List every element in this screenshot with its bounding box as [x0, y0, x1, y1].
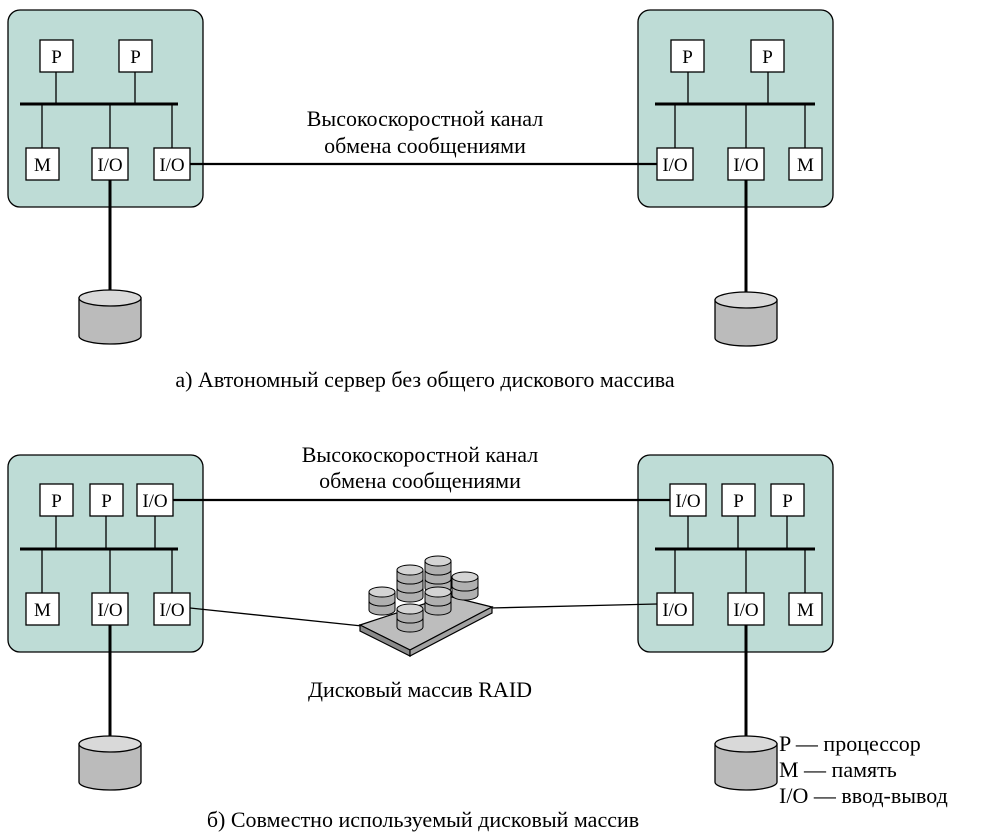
memory-box: M	[25, 147, 60, 181]
memory-box: M	[788, 147, 823, 181]
disk-icon	[714, 291, 778, 347]
raid-disk-icon	[368, 555, 479, 633]
processor-box: P	[770, 483, 805, 517]
memory-box: M	[788, 592, 823, 626]
diagram-b: P P I/O M I/O I/O	[7, 442, 948, 832]
raid-label: Дисковый массив RAID	[308, 677, 532, 702]
svg-text:M: M	[797, 155, 814, 176]
svg-text:I/O: I/O	[733, 155, 758, 176]
svg-text:I/O: I/O	[662, 155, 687, 176]
svg-text:P: P	[762, 47, 773, 68]
processor-box: P	[39, 39, 74, 73]
legend: P — процессор M — память I/O — ввод-выво…	[779, 731, 948, 808]
disk-icon	[78, 289, 142, 345]
raid-link	[489, 603, 658, 609]
raid-array-icon	[358, 555, 494, 657]
svg-text:I/O: I/O	[662, 600, 687, 621]
legend-io: I/O — ввод-вывод	[779, 783, 948, 808]
legend-memory: M — память	[779, 757, 897, 782]
svg-text:M: M	[34, 600, 51, 621]
io-box: I/O	[91, 147, 129, 181]
svg-text:I/O: I/O	[733, 600, 758, 621]
svg-text:I/O: I/O	[97, 155, 122, 176]
svg-text:P: P	[51, 491, 62, 512]
server-a-left: P P M I/O I/O	[7, 9, 204, 208]
svg-text:P: P	[682, 47, 693, 68]
svg-text:P: P	[51, 47, 62, 68]
disk-icon	[78, 735, 142, 791]
legend-processor: P — процессор	[779, 731, 921, 756]
io-box: I/O	[727, 592, 765, 626]
svg-text:P: P	[130, 47, 141, 68]
io-box: I/O	[153, 147, 191, 181]
server-a-right: P P I/O I/O M	[637, 9, 834, 208]
svg-text:I/O: I/O	[159, 155, 184, 176]
raid-link	[189, 607, 363, 627]
channel-label: обмена сообщениями	[319, 468, 521, 493]
processor-box: P	[670, 39, 705, 73]
caption-b: б) Совместно используемый дисковый масси…	[207, 807, 639, 832]
svg-text:M: M	[34, 155, 51, 176]
processor-box: P	[89, 483, 124, 517]
svg-text:I/O: I/O	[97, 600, 122, 621]
svg-text:P: P	[733, 491, 744, 512]
svg-text:M: M	[797, 600, 814, 621]
io-box: I/O	[669, 483, 707, 517]
channel-label: обмена сообщениями	[324, 133, 526, 158]
io-box: I/O	[153, 592, 191, 626]
svg-text:P: P	[782, 491, 793, 512]
processor-box: P	[118, 39, 153, 73]
processor-box: P	[721, 483, 756, 517]
svg-text:I/O: I/O	[159, 600, 184, 621]
disk-icon	[714, 735, 778, 791]
diagram-a: P P M I/O I/O	[7, 9, 834, 392]
server-b-left: P P I/O M I/O I/O	[7, 454, 204, 653]
io-box: I/O	[727, 147, 765, 181]
processor-box: P	[39, 483, 74, 517]
io-box: I/O	[656, 592, 694, 626]
server-b-right: I/O P P I/O I/O M	[637, 454, 834, 653]
channel-label: Высокоскоростной канал	[307, 106, 544, 131]
svg-text:P: P	[101, 491, 112, 512]
io-box: I/O	[91, 592, 129, 626]
io-box: I/O	[136, 483, 174, 517]
channel-label: Высокоскоростной канал	[302, 442, 539, 467]
caption-a: а) Автономный сервер без общего дисковог…	[175, 367, 675, 392]
svg-text:I/O: I/O	[142, 491, 167, 512]
io-box: I/O	[656, 147, 694, 181]
processor-box: P	[750, 39, 785, 73]
memory-box: M	[25, 592, 60, 626]
svg-text:I/O: I/O	[675, 491, 700, 512]
